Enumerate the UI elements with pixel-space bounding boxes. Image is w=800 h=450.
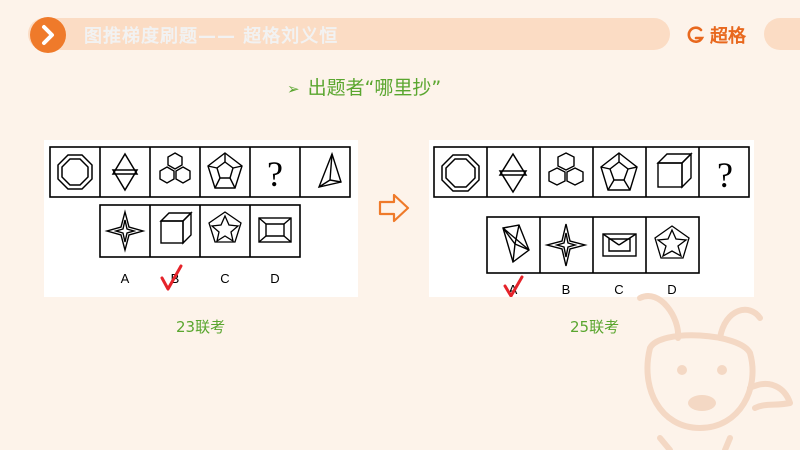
- chevron-right-icon: [42, 25, 54, 45]
- subtitle-text: 出题者“哪里抄”: [307, 77, 442, 99]
- option-label-b: B: [562, 282, 571, 297]
- question-mark: ?: [267, 154, 283, 194]
- check-mark-icon: [160, 264, 183, 291]
- option-a-figure: [502, 224, 530, 264]
- option-b-figure: [544, 223, 588, 267]
- header-bar: [28, 18, 670, 50]
- pentagon-figure: [207, 152, 243, 189]
- outline-arrow-right-icon: [378, 193, 410, 223]
- header-title: 图推梯度刷题—— 超格刘义恒: [84, 26, 339, 47]
- octagon-figure: [441, 154, 480, 192]
- star-figure: [498, 152, 528, 194]
- option-label-a: A: [121, 271, 130, 286]
- question-panel-right: ? A B C D: [429, 140, 754, 297]
- bullet-arrow-icon: ➢: [287, 80, 300, 98]
- question-mark: ?: [717, 155, 733, 195]
- pentagon-figure: [600, 152, 638, 191]
- option-d-figure: [258, 217, 292, 243]
- g-logo-icon: [687, 26, 705, 43]
- option-label-c: C: [614, 282, 623, 297]
- header-right-bar: [764, 18, 800, 50]
- option-b-figure: [159, 211, 193, 245]
- option-label-c: C: [220, 271, 229, 286]
- option-d-figure: [654, 225, 690, 259]
- option-label-d: D: [667, 282, 676, 297]
- caption-right: 25联考: [570, 318, 620, 336]
- question-row: [433, 146, 750, 198]
- check-mark-icon: [503, 275, 524, 297]
- octagon-figure: [57, 154, 93, 190]
- option-c-figure: [602, 233, 637, 257]
- subtitle: ➢ 出题者“哪里抄”: [287, 73, 441, 100]
- brand-name: 超格: [710, 26, 746, 47]
- pyramid-figure: [317, 151, 342, 188]
- option-c-figure: [208, 211, 242, 243]
- hexagon-cluster-figure: [159, 152, 191, 184]
- caption-left: 23联考: [176, 318, 226, 336]
- star-figure: [111, 152, 139, 192]
- option-a-figure: [104, 209, 146, 253]
- mascot-watermark: [637, 293, 793, 450]
- brand: 超格: [686, 22, 746, 48]
- hexagon-cluster-figure: [548, 152, 584, 186]
- option-label-d: D: [270, 271, 279, 286]
- cube-figure: [656, 152, 693, 189]
- question-panel-left: ? A B C D: [44, 140, 358, 297]
- nav-button[interactable]: [30, 17, 66, 53]
